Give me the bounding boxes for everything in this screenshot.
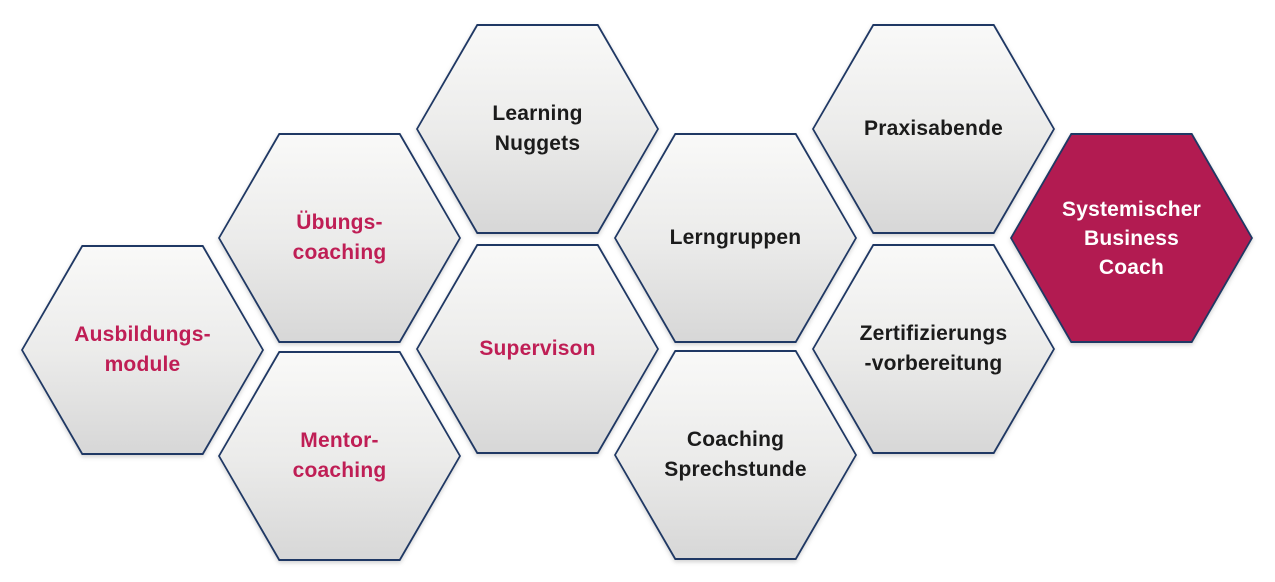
hexagon-systemischer-business-coach: Systemischer Business Coach [1010,133,1253,343]
hexagon-coaching-sprechstunde: Coaching Sprechstunde [614,350,857,560]
hexagon-lerngruppen: Lerngruppen [614,133,857,343]
hexagon-label: Learning Nuggets [492,102,583,155]
hexagon-fill [220,353,459,559]
hexagon-zertifizierungsvorbereitung: Zertifizierungs -vorbereitung [812,244,1055,454]
hexagon-label: Zertifizierungs -vorbereitung [859,322,1008,375]
hexagon-praxisabende: Praxisabende [812,24,1055,234]
hexagon-fill [220,135,459,341]
hexagon-label: Lerngruppen [669,226,802,249]
hexagon-fill [23,247,262,453]
hexagon-label: Übungs- coaching [292,211,387,264]
hexagon-fill [1012,135,1251,341]
hexagon-label: Supervison [479,337,596,360]
hexagon-supervison: Supervison [416,244,659,454]
hexagon-label: Praxisabende [864,117,1003,140]
hexagon-label: Coaching Sprechstunde [664,428,807,481]
hexagon-ausbildungsmodule: Ausbildungs- module [21,245,264,455]
hexagon-label: Mentor- coaching [292,429,387,482]
hexagon-uebungscoaching: Übungs- coaching [218,133,461,343]
hexagon-learning-nuggets: Learning Nuggets [416,24,659,234]
hexagon-mentorcoaching: Mentor- coaching [218,351,461,561]
hexagon-label: Systemischer Business Coach [1062,197,1201,279]
hexagon-label: Ausbildungs- module [74,323,211,376]
